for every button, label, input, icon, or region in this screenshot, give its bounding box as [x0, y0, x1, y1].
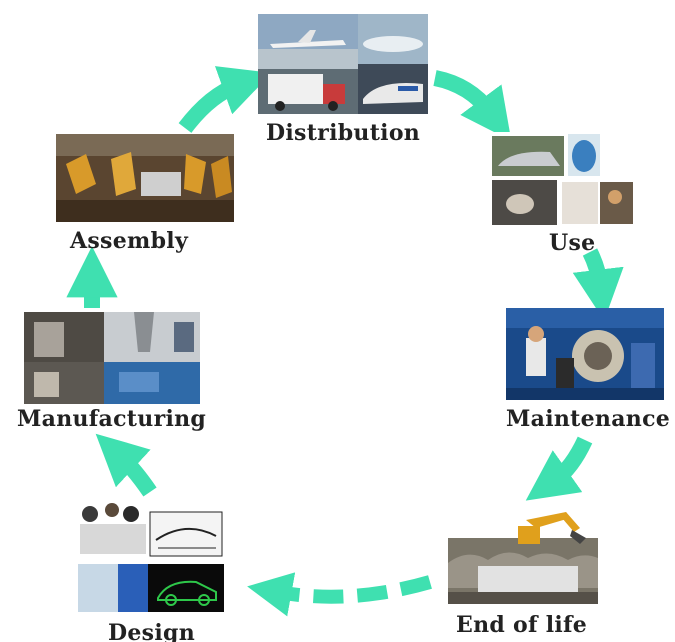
assembly-image	[56, 134, 234, 222]
stage-label-end-of-life: End of life	[456, 612, 588, 638]
arrow-distribution-to-use	[433, 70, 512, 141]
arrow-design-to-manufacturing	[95, 433, 157, 497]
stage-label-maintenance: Maintenance	[506, 406, 671, 432]
stage-label-manufacturing: Manufacturing	[17, 406, 207, 432]
end-of-life-image	[448, 508, 598, 604]
arrow-assembly-to-distribution	[178, 66, 272, 133]
stage-label-assembly: Assembly	[70, 228, 189, 254]
arrow-maintenance-to-end-of-life	[525, 436, 593, 501]
stage-label-design: Design	[108, 620, 195, 642]
arrow-end-of-life-to-design	[247, 572, 432, 617]
arrow-use-to-maintenance	[572, 248, 624, 321]
stage-label-use: Use	[549, 230, 596, 256]
stage-label-distribution: Distribution	[266, 120, 421, 146]
design-image	[76, 500, 226, 615]
manufacturing-image	[24, 312, 200, 404]
use-image	[490, 132, 635, 227]
distribution-image	[258, 14, 428, 114]
maintenance-image	[506, 308, 664, 400]
